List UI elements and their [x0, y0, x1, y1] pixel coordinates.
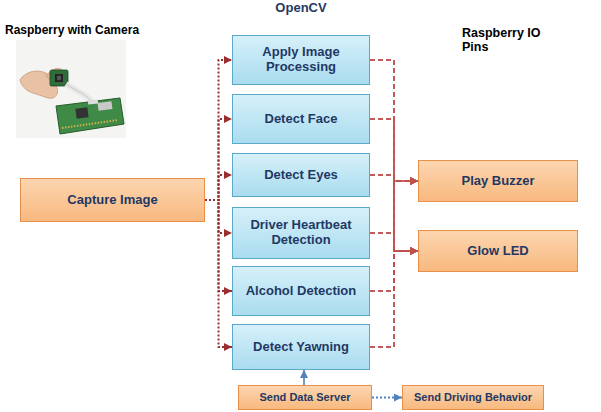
diagram-title: OpenCV — [232, 1, 370, 16]
flow-arrow — [370, 175, 418, 251]
gpio-pins — [62, 120, 118, 128]
board-chip — [75, 107, 88, 118]
node-text: Detect Eyes — [264, 168, 338, 183]
flow-arrow — [372, 397, 402, 399]
camera-module — [50, 70, 68, 86]
opencv-step-box: Detect Yawning — [232, 324, 370, 370]
board-port — [98, 101, 113, 111]
node-text: Detect Yawning — [253, 340, 349, 355]
flow-arrow — [303, 370, 305, 385]
flow-arrow — [205, 175, 232, 200]
output-box: Play Buzzer — [418, 160, 578, 202]
part-label: Raspberry IO Pins — [462, 26, 544, 55]
node-text: Alcohol Detection — [246, 284, 357, 299]
node-text: Play Buzzer — [462, 174, 535, 189]
opencv-step-box: Apply Image Processing — [232, 35, 370, 85]
part-label: Raspberry with Camera — [5, 24, 155, 38]
flow-arrow — [205, 200, 232, 347]
camera-lens — [57, 76, 62, 81]
opencv-step-box: Alcohol Detection — [232, 266, 370, 316]
flow-arrow — [370, 119, 418, 251]
process-box: Capture Image — [20, 178, 205, 222]
server-box: Send Driving Behavior — [402, 385, 544, 410]
flow-arrow — [370, 251, 418, 347]
node-text: Driver Heartbeat Detection — [238, 218, 364, 248]
node-text: Detect Face — [265, 112, 338, 127]
ribbon-cable-edge — [66, 84, 92, 102]
output-box: Glow LED — [418, 230, 578, 272]
photo-ground — [16, 40, 126, 138]
opencv-step-box: Driver Heartbeat Detection — [232, 207, 370, 259]
flow-arrow — [205, 119, 232, 200]
node-text: Glow LED — [467, 244, 528, 259]
raspberry-board — [56, 98, 124, 134]
node-text: Apply Image Processing — [238, 45, 364, 75]
flow-arrow — [370, 233, 418, 251]
camera-connector — [88, 99, 98, 104]
node-text: Send Driving Behavior — [414, 391, 532, 404]
flow-arrow — [205, 60, 232, 200]
flow-arrow — [370, 60, 418, 251]
opencv-step-box: Detect Eyes — [232, 153, 370, 197]
node-text: Capture Image — [67, 193, 157, 208]
flow-arrow — [205, 200, 232, 291]
ribbon-cable — [66, 84, 92, 102]
node-text: Send Data Server — [259, 391, 350, 404]
raspberry-camera-photo — [16, 40, 126, 138]
server-box: Send Data Server — [238, 385, 372, 410]
camera-lens-housing — [55, 74, 63, 82]
opencv-step-box: Detect Face — [232, 94, 370, 144]
